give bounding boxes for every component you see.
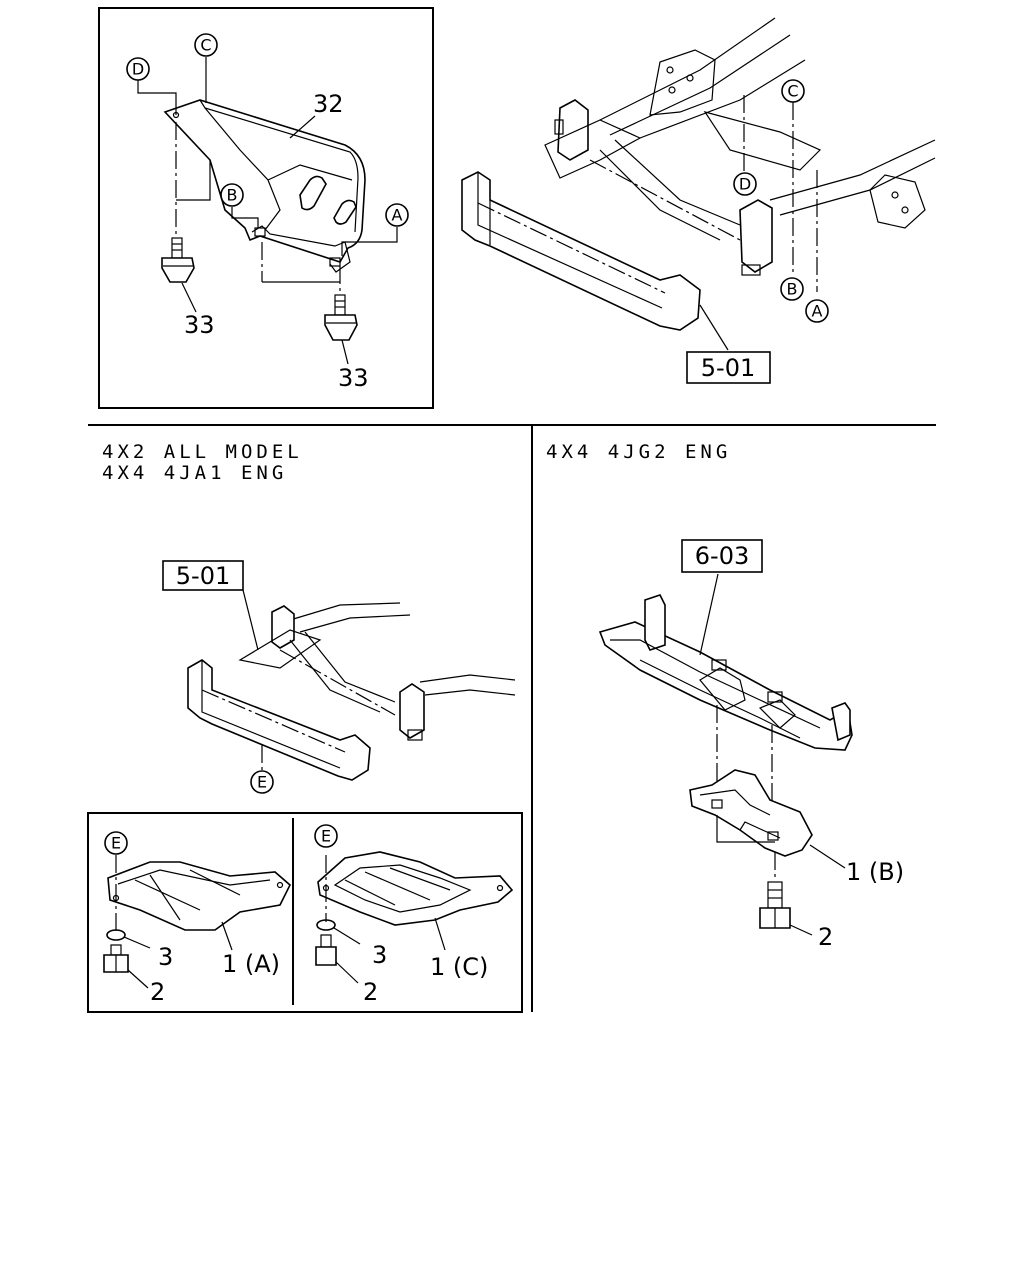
chassis-frame-top <box>461 17 936 351</box>
part-number-33-left: 33 <box>184 311 215 339</box>
layout-lines <box>87 7 936 1013</box>
callout-d-frame: D <box>739 175 751 194</box>
callout-e-frame: E <box>257 773 267 792</box>
bolt-2-right <box>759 852 813 936</box>
callout-b-frame: B <box>787 280 798 299</box>
callout-c: C <box>200 36 211 55</box>
part-number-32: 32 <box>313 90 344 118</box>
section-header-left-line2: 4X4 4JA1 ENG <box>102 462 287 484</box>
callout-d: D <box>132 60 144 79</box>
callout-a: A <box>392 206 403 225</box>
detail-bracket-32 <box>137 57 398 365</box>
bolt-33-left <box>161 237 195 283</box>
part-number-2-c: 2 <box>363 978 378 1006</box>
part-number-3-a: 3 <box>158 943 173 971</box>
callout-a-frame: A <box>812 302 823 321</box>
part-number-33-right: 33 <box>338 364 369 392</box>
part-number-1c: 1 (C) <box>430 953 488 981</box>
part-number-2-a: 2 <box>150 978 165 1006</box>
part-number-1b: 1 (B) <box>846 858 904 886</box>
part-number-1a: 1 (A) <box>222 950 280 978</box>
callout-c-frame: C <box>787 82 798 101</box>
skid-plate-1b <box>689 769 846 869</box>
section-header-right: 4X4 4JG2 ENG <box>546 441 731 463</box>
part-number-3-c: 3 <box>372 941 387 969</box>
reference-5-01-top: 5-01 <box>701 354 755 382</box>
callouts-top-right: C D B A <box>733 79 829 323</box>
part-number-2-b: 2 <box>818 923 833 951</box>
section-header-left-line1: 4X2 ALL MODEL <box>102 441 303 463</box>
callout-b: B <box>227 186 238 205</box>
skid-plate-1c <box>315 851 514 984</box>
chassis-frame-left <box>187 589 516 781</box>
reference-6-03: 6-03 <box>695 542 749 570</box>
reference-5-01-left: 5-01 <box>176 562 230 590</box>
callout-e-1a: E <box>111 834 121 853</box>
crossmember-6-03 <box>598 573 853 828</box>
skid-plate-1a <box>103 855 291 989</box>
callouts-top-left: D C B A <box>126 33 409 227</box>
callout-e-1c: E <box>321 827 331 846</box>
bolt-33-right <box>324 294 358 341</box>
